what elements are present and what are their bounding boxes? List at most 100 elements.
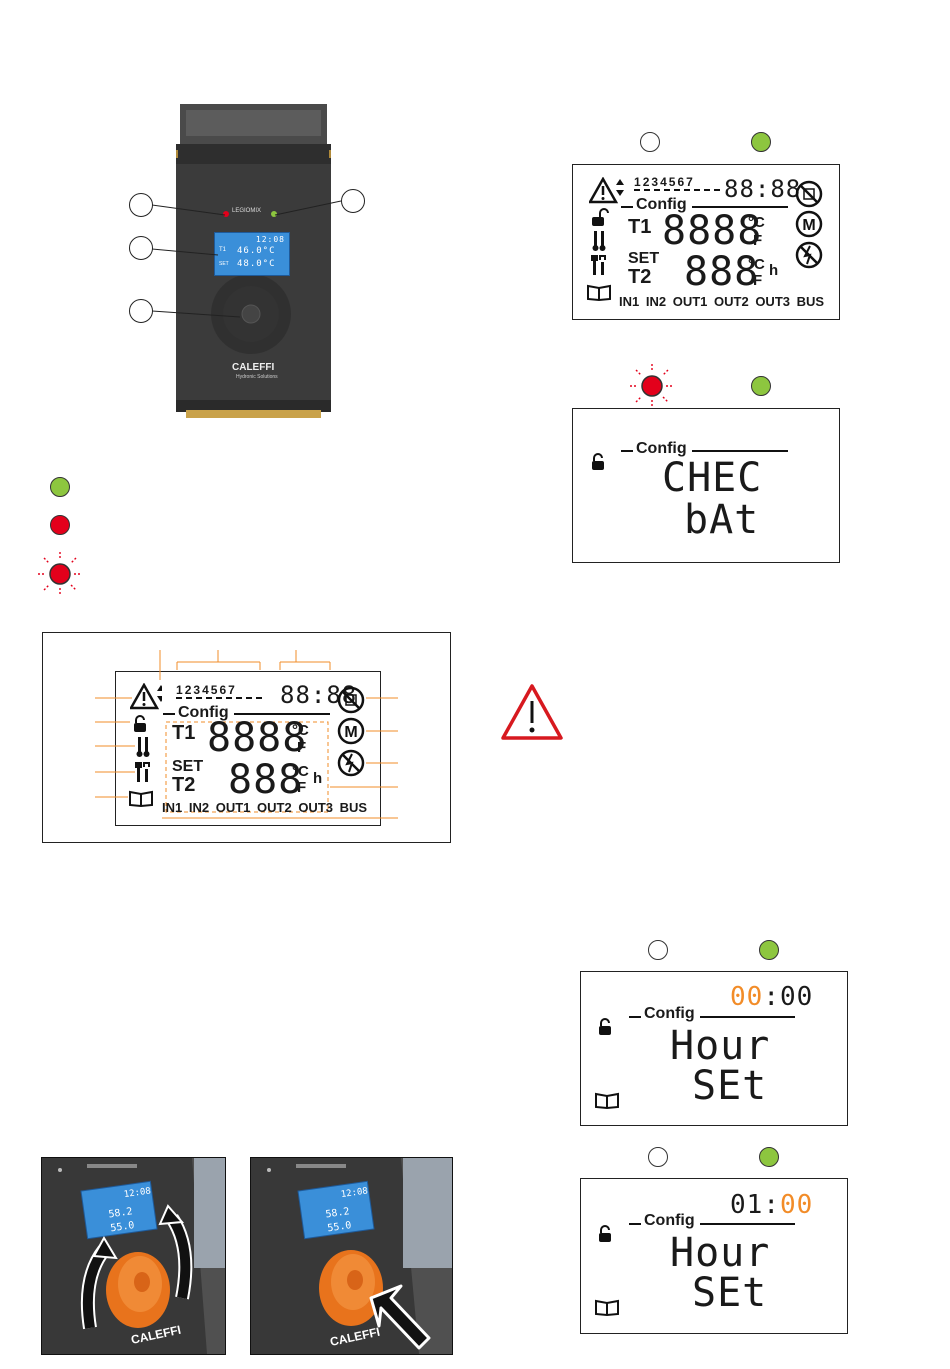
- lcd-full-t2: T2: [628, 266, 652, 288]
- book-icon: [595, 1092, 619, 1110]
- annotated-unit-c2: °C: [292, 763, 309, 780]
- mini-lcd-t1-value: 46.0°C: [237, 246, 276, 256]
- lcd-hour-panel-2: [580, 1178, 848, 1334]
- lcd-check-line2: bAt: [684, 497, 760, 543]
- lcd-full-unit-c2: °C: [748, 256, 765, 273]
- led-indicator-green-3: [759, 940, 779, 960]
- annotated-digits: 1234567: [176, 683, 237, 697]
- lcd-check-line1: CHEC: [662, 455, 763, 501]
- led-indicator-red-blinking: [630, 364, 674, 408]
- book-icon: [595, 1299, 619, 1317]
- no-power-icon: [795, 241, 823, 269]
- photo-left-t1: 58.2: [108, 1206, 133, 1220]
- photo-rotate-knob: 12:08 58.2 55.0 CALEFFI: [41, 1157, 226, 1355]
- lcd-full-io-labels: IN1 IN2 OUT1 OUT2 OUT3 BUS: [619, 294, 825, 309]
- lcd-hour2-config: Config: [644, 1212, 695, 1229]
- led-indicator-green-4: [759, 1147, 779, 1167]
- lcd-full-t2-value: 888: [684, 249, 760, 295]
- lcd-full-t1-value: 8888: [662, 208, 763, 254]
- book-icon: [129, 790, 153, 807]
- lcd-full-unit-c1: °C: [748, 214, 765, 231]
- led-indicator-green-2: [751, 376, 771, 396]
- no-fan-icon: [795, 180, 823, 208]
- led-indicator-off-1: [640, 132, 660, 152]
- svg-text:M: M: [344, 724, 357, 741]
- book-icon: [587, 284, 611, 302]
- legend-led-green: [50, 477, 70, 497]
- lock-icon: [134, 715, 146, 732]
- lock-icon: [592, 453, 604, 470]
- legend-led-red-blinking: [38, 552, 82, 596]
- annotated-unit-c1: °C: [292, 722, 309, 739]
- mini-lcd-set-label: SET: [219, 261, 229, 267]
- mini-lcd-time: 12:08: [255, 235, 285, 244]
- photo-right-set: 55.0: [327, 1220, 352, 1234]
- thermometer-icon: [136, 737, 150, 757]
- lcd-full-clock: 88:88: [724, 175, 802, 203]
- m-icon: M: [795, 210, 823, 238]
- mini-lcd-t1-label: T1: [219, 247, 227, 253]
- m-icon: M: [337, 717, 365, 745]
- photo-press-knob: 12:08 58.2 55.0 CALEFFI: [250, 1157, 453, 1355]
- annotated-clock: 88:88: [280, 681, 358, 709]
- lcd-hour2-line1: Hour: [670, 1230, 771, 1276]
- lcd-full-set: SET: [628, 250, 660, 267]
- annotated-set: SET: [172, 758, 204, 775]
- lcd-check-panel: [572, 408, 840, 563]
- led-indicator-green-1: [751, 132, 771, 152]
- warning-icon: [589, 177, 624, 204]
- lcd-full-unit-f2: F: [753, 272, 763, 289]
- lcd-hour1-config: Config: [644, 1005, 695, 1022]
- lcd-hour1-time: 00:00: [730, 982, 814, 1012]
- callout-circle-2: [341, 189, 365, 213]
- callout-circle-4: [129, 299, 153, 323]
- warning-triangle-icon: [501, 684, 563, 740]
- lock-icon: [599, 1018, 611, 1035]
- lcd-check-config: Config: [636, 440, 687, 457]
- no-fan-icon: [337, 686, 365, 714]
- annotated-t1: T1: [172, 722, 196, 744]
- svg-text:M: M: [802, 217, 815, 234]
- lcd-hour1-line2: SEt: [692, 1063, 768, 1109]
- photo-left-set: 55.0: [110, 1220, 135, 1234]
- lock-open-icon: [592, 208, 609, 226]
- lcd-full-digits: 1234567: [634, 175, 695, 189]
- annotated-t1-value: 8888: [207, 715, 308, 761]
- annotated-unit-f1: F: [297, 739, 307, 756]
- photo-left-time: 12:08: [123, 1186, 151, 1200]
- annotated-io-labels: IN1 IN2 OUT1 OUT2 OUT3 BUS: [162, 800, 368, 815]
- annotated-config: Config: [178, 704, 229, 721]
- tools-icon: [591, 255, 606, 275]
- device-mini-lcd: 12:08 T1 46.0°C SET 48.0°C: [214, 232, 290, 276]
- led-indicator-off-3: [648, 1147, 668, 1167]
- lcd-full-unit-h: h: [769, 262, 779, 279]
- lcd-hour1-line1: Hour: [670, 1023, 771, 1069]
- lcd-full-t1: T1: [628, 216, 652, 238]
- lcd-hour2-line2: SEt: [692, 1270, 768, 1316]
- device-tagline: Hydronic Solutions: [236, 374, 278, 380]
- lcd-full-config: Config: [636, 196, 687, 213]
- warning-icon: [130, 683, 162, 710]
- no-power-icon: [337, 749, 365, 777]
- annotated-unit-h: h: [313, 770, 323, 787]
- mini-lcd-set-value: 48.0°C: [237, 259, 276, 269]
- led-indicator-off-2: [648, 940, 668, 960]
- lcd-full-unit-f1: F: [753, 232, 763, 249]
- lcd-hour-panel-1: [580, 971, 848, 1126]
- lock-icon: [599, 1225, 611, 1242]
- photo-right-t1: 58.2: [325, 1206, 350, 1220]
- tools-icon: [135, 762, 150, 782]
- annotated-t2-value: 888: [228, 757, 304, 803]
- callout-circle-1: [129, 193, 153, 217]
- callout-circle-3: [129, 236, 153, 260]
- device-brand: CALEFFI: [232, 362, 275, 373]
- thermometer-icon: [592, 231, 606, 251]
- photo-right-time: 12:08: [340, 1186, 368, 1200]
- lcd-hour2-time: 01:00: [730, 1190, 814, 1220]
- annotated-t2: T2: [172, 774, 196, 796]
- device-illustration: LEGIOMIX 12:08 T1 46.0°C SET 48.0°C CALE…: [170, 104, 337, 420]
- legend-led-red: [50, 515, 70, 535]
- annotated-unit-f2: F: [297, 779, 307, 796]
